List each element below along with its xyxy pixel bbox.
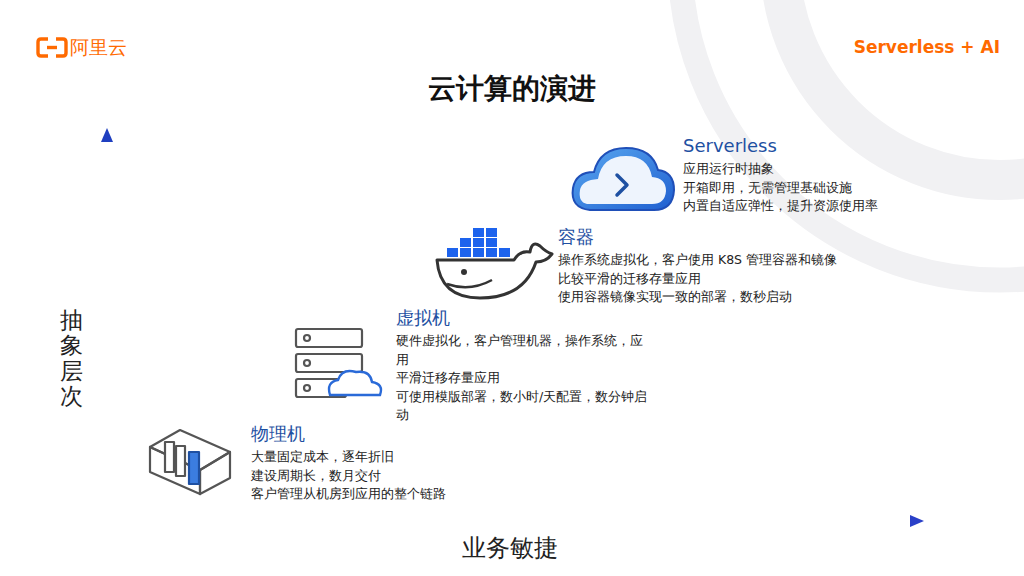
stage-heading: Serverless xyxy=(683,134,878,158)
stage-description: 硬件虚拟化，客户管理机器，操作系统，应用平滑迁移存量应用可使用模版部署，数小时/… xyxy=(396,332,650,425)
background-arcs xyxy=(680,0,1024,280)
description-line: 建设周期长，数月交付 xyxy=(251,467,446,486)
description-line: 操作系统虚拟化，客户使用 K8S 管理容器和镜像 xyxy=(558,251,837,270)
slide-title: 云计算的演进 xyxy=(0,70,1024,108)
description-line: 开箱即用，无需管理基础设施 xyxy=(683,179,878,198)
stage-heading: 虚拟机 xyxy=(396,306,650,330)
virtual-machine-icon xyxy=(296,329,381,397)
stage-description: 操作系统虚拟化，客户使用 K8S 管理容器和镜像比较平滑的迁移存量应用使用容器镜… xyxy=(558,251,837,307)
header-tag: Serverless + AI xyxy=(854,35,1000,59)
logo-text: 阿里云 xyxy=(70,35,127,60)
stage-block: Serverless应用运行时抽象开箱即用，无需管理基础设施内置自适应弹性，提升… xyxy=(683,134,878,216)
server-room-icon xyxy=(150,430,230,494)
logo-icon xyxy=(38,39,66,56)
stage-block: 容器操作系统虚拟化，客户使用 K8S 管理容器和镜像比较平滑的迁移存量应用使用容… xyxy=(558,225,837,307)
container-whale-icon xyxy=(437,228,552,298)
stage-block: 物理机大量固定成本，逐年折旧建设周期长，数月交付客户管理从机房到应用的整个链路 xyxy=(251,422,446,504)
description-line: 可使用模版部署，数小时/天配置，数分钟启动 xyxy=(396,388,650,425)
axes xyxy=(101,128,924,527)
description-line: 硬件虚拟化，客户管理机器，操作系统，应用 xyxy=(396,332,650,369)
description-line: 平滑迁移存量应用 xyxy=(396,369,650,388)
stage-description: 大量固定成本，逐年折旧建设周期长，数月交付客户管理从机房到应用的整个链路 xyxy=(251,448,446,504)
description-line: 内置自适应弹性，提升资源使用率 xyxy=(683,197,878,216)
description-line: 客户管理从机房到应用的整个链路 xyxy=(251,485,446,504)
serverless-cloud-icon xyxy=(573,148,674,210)
stage-block: 虚拟机硬件虚拟化，客户管理机器，操作系统，应用平滑迁移存量应用可使用模版部署，数… xyxy=(396,306,650,425)
description-line: 比较平滑的迁移存量应用 xyxy=(558,270,837,289)
y-axis-label: 抽象层次 xyxy=(60,308,83,409)
description-line: 使用容器镜像实现一致的部署，数秒启动 xyxy=(558,288,837,307)
description-line: 应用运行时抽象 xyxy=(683,160,878,179)
x-axis-label: 业务敏捷 xyxy=(410,533,610,563)
stage-description: 应用运行时抽象开箱即用，无需管理基础设施内置自适应弹性，提升资源使用率 xyxy=(683,160,878,216)
description-line: 大量固定成本，逐年折旧 xyxy=(251,448,446,467)
stage-heading: 容器 xyxy=(558,225,837,249)
stage-heading: 物理机 xyxy=(251,422,446,446)
